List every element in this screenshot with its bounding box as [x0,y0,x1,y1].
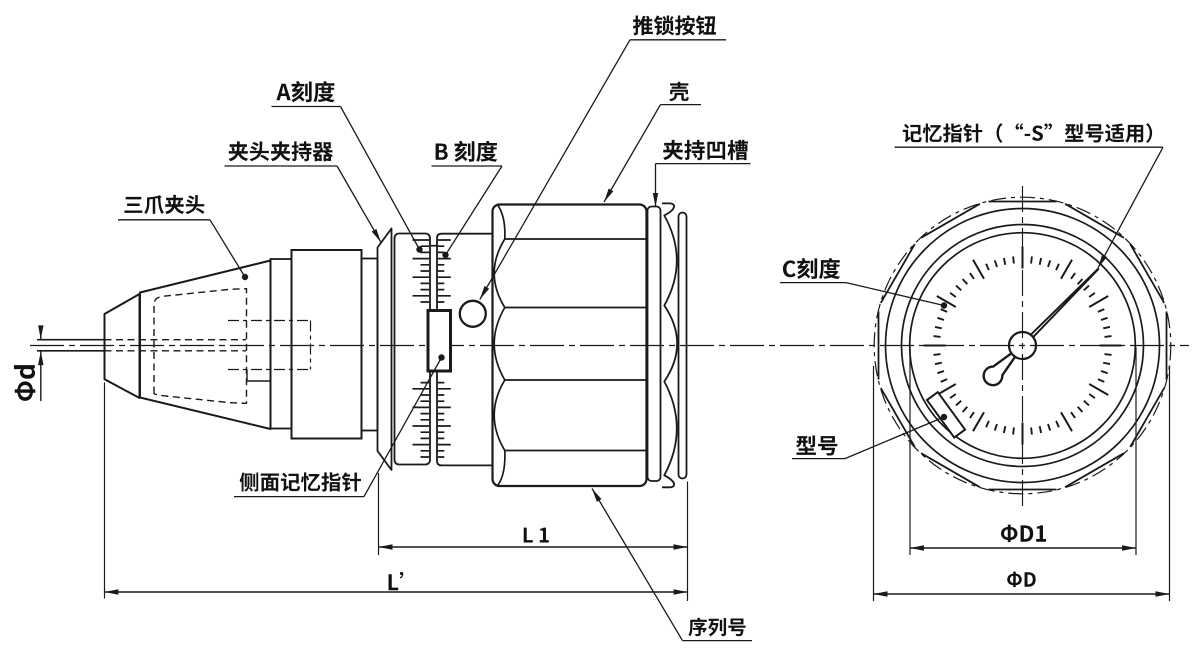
callout-side-memory-pointer [234,354,445,498]
callout-chuck-holder [224,141,382,243]
scale-ticks [412,239,451,458]
dial-face-circle [908,231,1137,460]
bezel-circle [900,223,1145,468]
chuck-holder-leader [336,165,382,243]
callout-serial-number [591,488,752,642]
grip-inner-circle [884,207,1161,484]
rear-flange-scallops [662,202,679,489]
arrowhead [592,488,602,502]
chuck-holder-collar [376,227,393,471]
pointer-hub-circle [1007,330,1038,361]
clamping-groove-ring [646,205,662,482]
c-scale-major-ticks [923,246,1122,445]
b-scale-ticks [437,239,451,458]
side-memory-pointer-leader [363,357,443,497]
leader-dot [438,354,445,361]
callout-housing [603,81,701,203]
c-scale-leader [845,281,945,307]
a-scale-leader [339,106,421,250]
chuck-jaw-hidden [153,288,248,404]
side-view [37,202,688,489]
main-pointer-loop [982,351,1017,387]
arrowhead [38,351,44,366]
callout-push-lock-button [479,15,726,300]
leader-dot [940,413,948,421]
callout-memory-pointer [894,123,1164,269]
callout-c-scale [780,257,948,309]
arrowhead [479,286,490,300]
callout-b-scale [431,140,503,259]
arrowhead [1122,545,1136,551]
a-scale-ticks [412,239,429,458]
arrowhead [1155,591,1170,597]
bore-step [246,369,271,382]
grip-polygon [877,200,1168,491]
arrowhead [371,228,381,243]
arrowhead [1098,254,1108,268]
housing-flute-scallops [493,205,506,486]
callout-model-number [792,413,948,460]
arrowhead [378,544,393,550]
leader-dot [416,246,423,253]
memory-pointer-leader [1097,146,1164,269]
push-lock-button-circle [458,299,487,328]
arrowhead [652,193,659,207]
housing-body [491,203,648,488]
centerlines [30,186,1189,510]
dim-l1 [377,473,689,601]
arrowhead [604,188,614,202]
arrowhead [104,589,119,595]
leader-dot [241,273,249,281]
housing-leader [603,104,662,203]
dim-phi-d-outer [872,366,1171,601]
callouts [118,15,1164,642]
dim-phi-d1 [909,347,1137,555]
dim-phi-d [13,325,44,401]
arrowhead [910,545,924,551]
main-pointer [982,351,1017,387]
arrowhead [38,325,44,340]
arrowhead [873,591,888,597]
memory-pointer-needle [1029,267,1100,339]
arrowhead [673,544,688,550]
leader-dot [442,251,449,259]
end-cap [677,211,688,480]
b-scale-leader [444,165,503,256]
callout-a-scale [271,81,423,253]
c-scale-ticks [923,246,1122,445]
callout-three-jaw-chuck [118,194,249,281]
grip-phantom-circle [873,196,1172,495]
callout-clamping-groove [652,139,751,207]
arrowhead [673,589,688,595]
dimensions [13,325,1171,601]
leader-dot [940,302,948,309]
grip-flats [877,200,1168,491]
push-lock-button-leader [479,39,631,300]
three-jaw-chuck-leader [209,219,246,278]
dim-l-prime [103,382,688,599]
memory-needle-shape [1029,267,1100,339]
serial-number-leader [591,488,684,641]
c-scale-minor-ticks [933,256,1112,435]
side-memory-pointer-mark [426,309,452,373]
model-number-leader [844,416,945,460]
